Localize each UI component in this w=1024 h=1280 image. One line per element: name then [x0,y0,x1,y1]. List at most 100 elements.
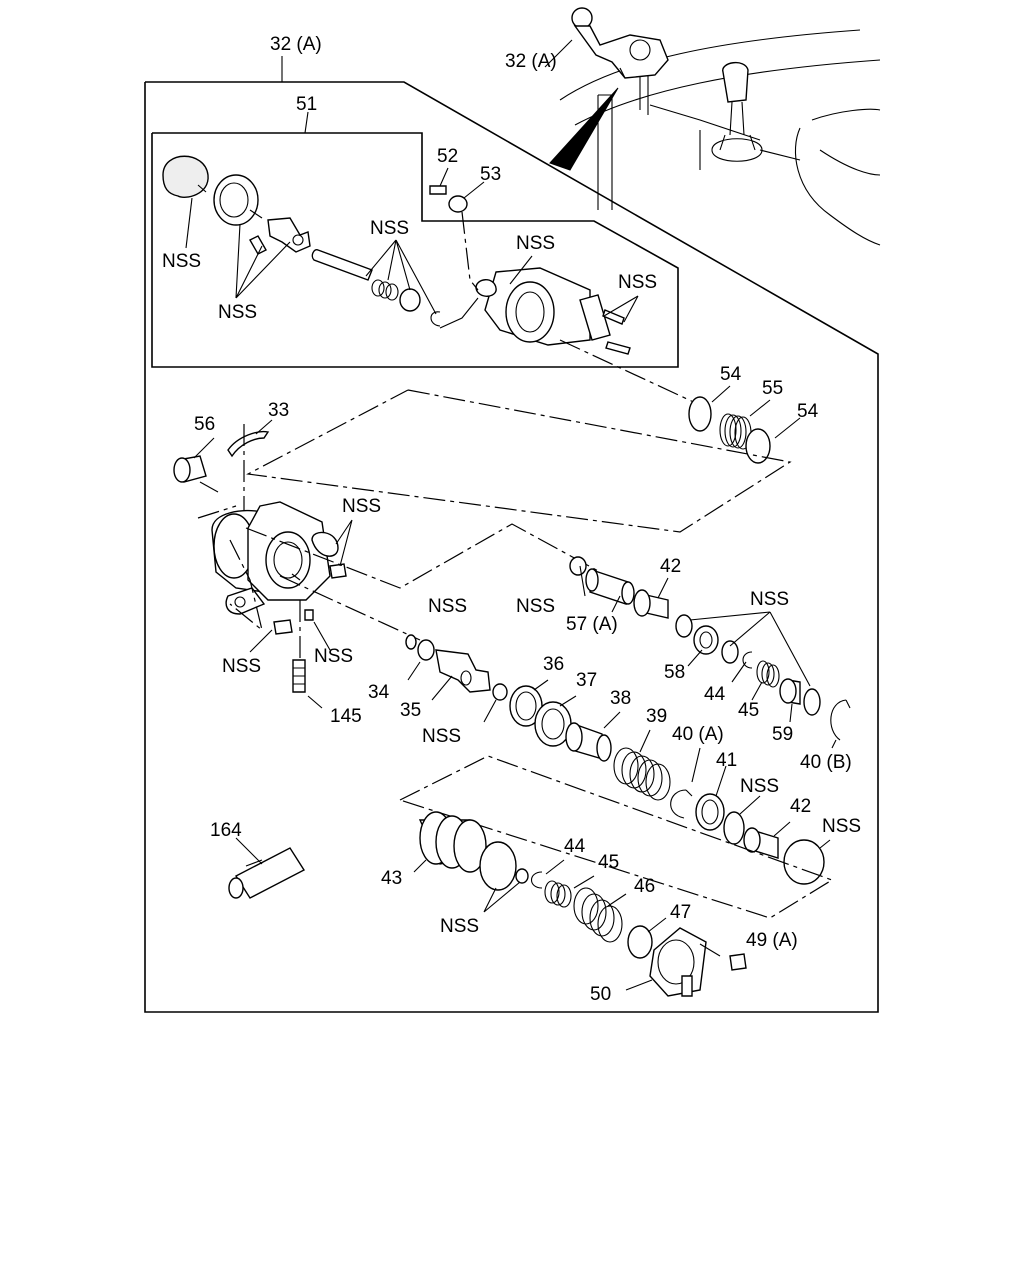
label-nss-seals: NSS [750,589,789,610]
label-42a: 42 [660,556,681,577]
snap-ring [430,311,441,327]
washer [399,288,421,312]
label-nss-housing: NSS [342,496,381,517]
washer-54b [745,428,771,464]
reservoir-cap [162,155,209,198]
label-nss-rod: NSS [370,218,409,239]
label-46: 46 [634,876,655,897]
label-32a-inset: 32 (A) [505,51,557,72]
label-42b: 42 [790,796,811,817]
push-rod [311,249,373,281]
o-ring-nss-f [479,841,517,891]
label-45a: 45 [738,700,759,721]
label-47: 47 [670,902,691,923]
label-nss-body: NSS [516,233,555,254]
clip-33 [227,430,270,458]
piston-57a [585,568,635,605]
label-nss-42b: NSS [822,816,861,837]
label-54b: 54 [797,401,819,422]
piston-42a [633,589,669,619]
label-50: 50 [590,984,611,1005]
fitting-35 [435,649,491,693]
label-44b: 44 [564,836,586,857]
o-ring-34a [405,634,417,650]
label-39: 39 [646,706,667,727]
main-group-frame [246,389,792,533]
seal-nss-c [803,688,821,716]
piston-43 [418,811,487,873]
pin-nss [273,619,293,635]
grease-tube-164 [228,847,306,899]
spring-45a [756,660,780,688]
clip-44b [530,871,543,889]
label-57a: 57 (A) [566,614,618,635]
label-54a: 54 [720,364,742,385]
snap-ring-40b [830,699,851,741]
pin-nss-b [304,609,314,621]
o-ring-nss-c [492,683,508,701]
label-38: 38 [610,688,631,709]
snap-ring-40a [670,789,693,819]
label-49a: 49 (A) [746,930,798,951]
label-36: 36 [543,654,564,675]
label-nss-bolts: NSS [618,272,657,293]
boot-spring [371,279,399,301]
bushing-56 [173,455,207,483]
o-ring-34b [417,639,435,661]
reservoir-fitting [213,174,263,226]
cup-58 [693,625,719,655]
label-nss-fork: NSS [218,302,257,323]
label-40b: 40 (B) [800,752,852,773]
spring-46 [573,887,623,943]
piston-38 [565,722,612,762]
label-51: 51 [296,94,317,115]
vehicle-inset [544,7,881,246]
label-37: 37 [576,670,597,691]
spring-45b [544,880,572,908]
lower-group-frame [399,755,834,919]
label-164: 164 [210,820,242,841]
label-56: 56 [194,414,215,435]
label-59: 59 [772,724,793,745]
spring-39 [613,747,671,801]
label-35: 35 [400,700,421,721]
label-nss-41: NSS [740,776,779,797]
bolt-49a [729,953,747,971]
label-58: 58 [664,662,685,683]
label-55: 55 [762,378,783,399]
clip-44a [742,651,753,669]
seal-nss-a [675,614,693,638]
o-ring-nss [569,556,587,576]
seal-41 [695,793,725,831]
assembly-frame [144,81,879,1013]
washer-53 [448,195,468,213]
seal-nss-b [721,640,739,664]
slave-cylinder-housing [197,424,347,615]
label-nss-35: NSS [422,726,461,747]
bolt-52 [429,185,447,195]
o-ring-nss-d [723,811,745,845]
label-45b: 45 [598,852,619,873]
label-43: 43 [381,868,402,889]
spring-55 [719,413,752,450]
label-52: 52 [437,146,458,167]
label-53: 53 [480,164,501,185]
piston-42b [743,827,779,859]
label-41: 41 [716,750,737,771]
seal-37 [534,701,572,747]
plug-59 [779,678,801,705]
label-nss-34: NSS [428,596,467,617]
seal-36 [509,685,543,727]
label-145: 145 [330,706,362,727]
gasket-47 [627,925,653,959]
label-40a: 40 (A) [672,724,724,745]
master-cylinder-body [475,267,611,346]
label-34: 34 [368,682,390,703]
label-nss-pin: NSS [222,656,261,677]
leaders-51 [185,197,639,323]
label-nss-cap: NSS [162,251,201,272]
callout-labels: 32 (A) 32 (A) 51 52 53 NSS NSS NSS NSS N… [162,34,861,1005]
washer-54a [688,396,712,432]
pin [249,235,267,255]
